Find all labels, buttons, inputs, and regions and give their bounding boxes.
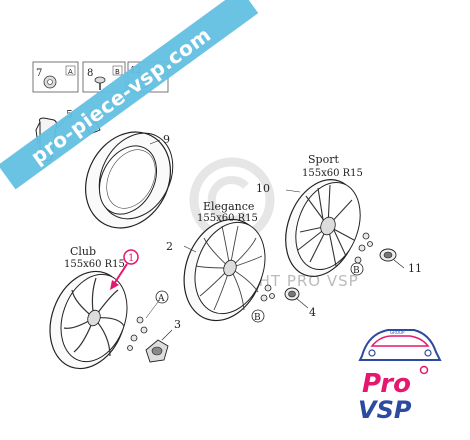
callout-b-sport: B — [350, 262, 364, 276]
svg-text:A: A — [68, 68, 73, 76]
svg-text:Pro: Pro — [362, 369, 411, 399]
svg-text:1: 1 — [128, 253, 134, 264]
elegance-cap-part — [284, 287, 309, 309]
callout-b-elegance: B — [251, 309, 265, 323]
club-wheel-part — [49, 270, 128, 370]
elegance-wheel-part — [183, 218, 266, 322]
callout-2: 2 — [166, 240, 173, 253]
sport-wheel-part — [285, 178, 361, 278]
elegance-size: 155x60 R15 — [197, 213, 258, 224]
callout-a: A — [145, 290, 169, 319]
nut-icon — [43, 75, 57, 89]
callout-3: 3 — [174, 318, 181, 331]
svg-text:B: B — [115, 68, 120, 76]
callout-9: 9 — [163, 133, 170, 146]
svg-text:8: 8 — [87, 68, 93, 79]
svg-text:A: A — [157, 294, 165, 304]
sport-size: 155x60 R15 — [302, 168, 363, 179]
club-size: 155x60 R15 — [64, 259, 125, 270]
elegance-bolts — [260, 284, 275, 302]
inset-box-7: A 7 — [32, 61, 79, 93]
club-bolts — [127, 316, 148, 351]
svg-text:GROUP: GROUP — [390, 330, 405, 335]
callout-11: 11 — [408, 262, 422, 275]
sport-cap-part — [379, 248, 405, 269]
svg-text:VSP: VSP — [358, 396, 412, 424]
club-label: Club — [70, 245, 96, 258]
elegance-label: Elegance — [203, 200, 254, 213]
pro-vsp-logo: GROUP Pro VSP — [358, 329, 442, 424]
svg-text:7: 7 — [36, 68, 42, 79]
valve-icon — [94, 76, 106, 90]
sport-bolts — [354, 232, 373, 264]
hub-cap-part — [145, 329, 173, 363]
highlight-callout-1: 1 — [110, 249, 139, 290]
svg-text:B: B — [353, 266, 360, 276]
svg-text:B: B — [254, 313, 261, 323]
callout-4: 4 — [309, 306, 316, 319]
sport-label: Sport — [308, 153, 339, 166]
callout-10: 10 — [256, 182, 270, 195]
spare-tyre-part — [84, 131, 174, 229]
